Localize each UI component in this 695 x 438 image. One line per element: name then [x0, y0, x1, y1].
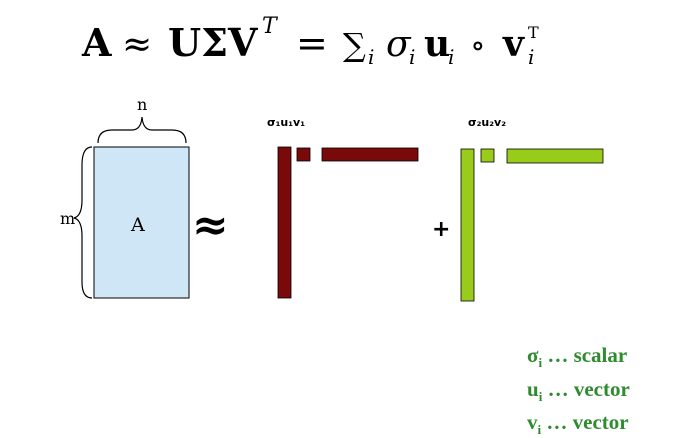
term1-label: σ₁u₁v₁: [267, 116, 305, 129]
legend-sigma-subscript: i: [538, 355, 543, 370]
equation-sigma-index: i: [409, 45, 415, 69]
n-label: n: [137, 95, 147, 114]
equation-v-index: i: [528, 45, 534, 69]
equation-approx: ≈: [122, 24, 152, 65]
legend-v-subscript: i: [537, 422, 542, 437]
legend-u-subscript: i: [538, 389, 543, 404]
term1-sigma-scalar: [296, 147, 311, 162]
legend-u: ui … vector: [527, 377, 630, 405]
equation-sigma: σ: [386, 24, 412, 65]
m-brace: [73, 146, 93, 299]
legend-sigma-symbol: σ: [527, 343, 539, 367]
matrix-A-group: n m A ≈: [60, 95, 229, 299]
rank-one-term-1: σ₁u₁v₁: [267, 116, 419, 299]
equation-sum-index: i: [368, 45, 374, 69]
legend-u-text: … vector: [542, 377, 630, 401]
matrix-A: [93, 146, 190, 299]
legend-v: vi … vector: [527, 410, 629, 438]
matrix-A-label: A: [130, 214, 145, 236]
equation-v-transpose-T: T: [528, 23, 539, 42]
term2-sigma-scalar: [480, 148, 495, 163]
equation-u: u: [424, 23, 450, 65]
term2-label: σ₂u₂v₂: [468, 116, 506, 129]
term2-u-vector: [460, 148, 475, 302]
equation-v: v: [502, 23, 525, 65]
equation-A: A: [81, 20, 112, 65]
equation-usv: UΣV: [168, 20, 259, 65]
equation-outer-product: ∘: [470, 26, 486, 64]
legend-sigma-text: … scalar: [542, 343, 628, 367]
legend-v-symbol: v: [527, 410, 538, 434]
svd-equation: A ≈ UΣV T = ∑ i σ i u i ∘ v T i: [81, 14, 539, 69]
term1-u-vector: [277, 146, 292, 299]
n-brace: [97, 116, 187, 144]
rank-one-term-2: σ₂u₂v₂: [460, 116, 604, 302]
legend-u-symbol: u: [527, 377, 539, 401]
equation-transpose-T: T: [262, 14, 279, 39]
legend-v-text: … vector: [541, 410, 629, 434]
plus-sign: +: [432, 217, 450, 242]
approx-symbol: ≈: [192, 200, 229, 251]
equation-equals: =: [296, 21, 328, 65]
equation-sum: ∑: [343, 26, 366, 64]
legend-sigma: σi … scalar: [527, 343, 627, 371]
equation-u-index: i: [448, 45, 454, 69]
term1-v-vector: [321, 147, 419, 162]
m-label: m: [60, 209, 75, 228]
term2-v-vector: [506, 148, 604, 164]
